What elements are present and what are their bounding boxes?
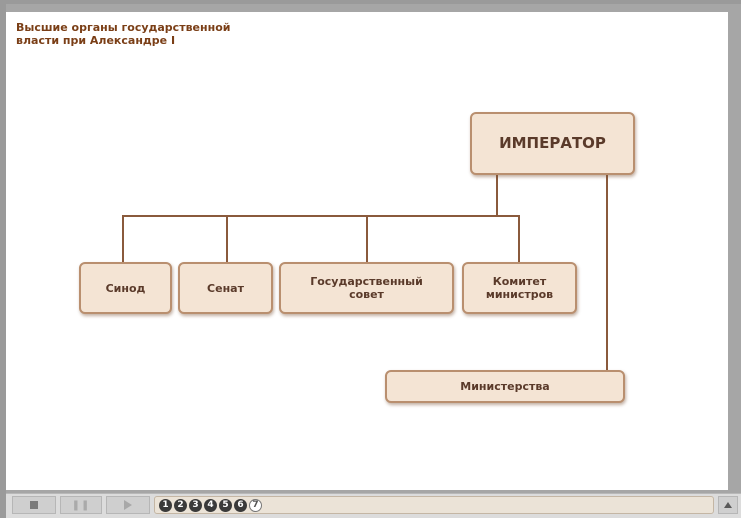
pause-icon: ❚❚	[71, 499, 91, 511]
box-emperor-label: ИМПЕРАТОР	[499, 134, 606, 152]
slide-dot-5[interactable]: 5	[219, 498, 232, 512]
box-state-council: Государственный совет	[279, 262, 454, 314]
connector-state-council	[366, 215, 368, 262]
play-icon	[124, 500, 132, 510]
slide-dot-3[interactable]: 3	[189, 498, 202, 512]
stop-icon	[30, 501, 38, 509]
pause-button[interactable]: ❚❚	[60, 496, 102, 514]
slide-dot-1[interactable]: 1	[159, 498, 172, 512]
stop-button[interactable]	[12, 496, 56, 514]
slide-dot-2[interactable]: 2	[174, 498, 187, 512]
box-synod-label: Синод	[105, 281, 146, 295]
slide-title: Высшие органы государственной власти при…	[16, 21, 230, 47]
box-ministries-label: Министерства	[460, 380, 550, 393]
connector-emperor-down	[496, 175, 498, 217]
box-committee-text: Комитет министров	[486, 275, 553, 301]
slide-dot-7[interactable]: 7	[249, 498, 262, 512]
box-state-council-line-2: совет	[349, 288, 384, 301]
slide-dot-6[interactable]: 6	[234, 498, 247, 512]
title-line-1: Высшие органы государственной	[16, 21, 231, 34]
box-state-council-text: Государственный совет	[310, 275, 423, 301]
box-senate-label: Сенат	[207, 281, 244, 295]
scroll-up-button[interactable]	[718, 496, 738, 514]
box-committee: Комитет министров	[462, 262, 577, 314]
connector-ministries	[606, 175, 608, 372]
up-arrow-icon	[724, 502, 732, 508]
play-button[interactable]	[106, 496, 150, 514]
connector-horizontal-bus	[122, 215, 520, 217]
connector-senate	[226, 215, 228, 262]
box-emperor: ИМПЕРАТОР	[470, 112, 635, 175]
box-synod: Синод	[79, 262, 172, 314]
box-senate: Сенат	[178, 262, 273, 314]
box-ministries: Министерства	[385, 370, 625, 403]
box-committee-line-2: министров	[485, 288, 554, 301]
connector-synod	[122, 215, 124, 262]
box-state-council-line-1: Государственный	[310, 275, 423, 288]
slide-dot-4[interactable]: 4	[204, 498, 217, 512]
connector-committee	[518, 215, 520, 262]
title-line-2: власти при Александре I	[16, 34, 176, 47]
box-committee-line-1: Комитет	[492, 275, 547, 288]
